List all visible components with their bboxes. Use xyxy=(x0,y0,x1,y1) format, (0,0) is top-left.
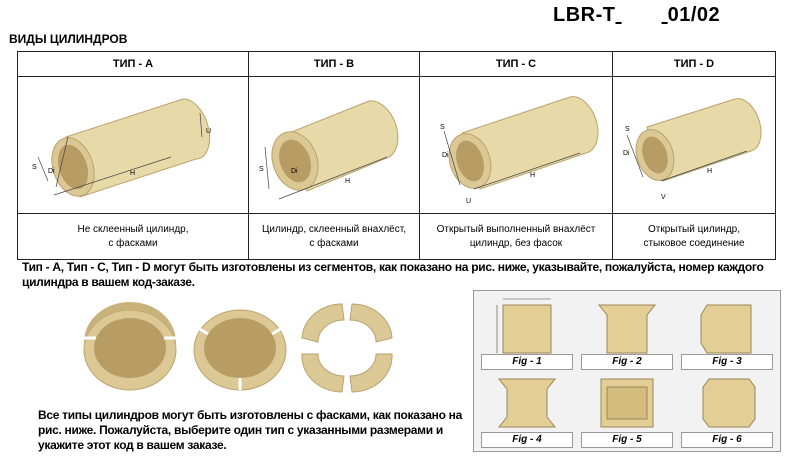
fig-1: Fig - 1 xyxy=(477,293,577,371)
segments-note: Тип - A, Тип - C, Тип - D могут быть изг… xyxy=(22,260,764,289)
fig-2-icon xyxy=(597,304,657,354)
fig-1-caption: Fig - 1 xyxy=(481,354,573,370)
type-b-header: ТИП - B xyxy=(248,51,420,77)
type-a-header: ТИП - A xyxy=(17,51,249,77)
fig-4-caption: Fig - 4 xyxy=(481,432,573,448)
type-d-description: Открытый цилиндр, стыковое соединение xyxy=(612,213,776,260)
type-a-drawing: U S Di H xyxy=(17,76,249,214)
type-b-drawing: S Di H xyxy=(248,76,420,214)
dim-h-label: H xyxy=(345,178,350,185)
fig-6-caption: Fig - 6 xyxy=(681,432,773,448)
dim-s-label: S xyxy=(625,126,630,133)
fig-2-caption: Fig - 2 xyxy=(581,354,673,370)
fig-1-icon xyxy=(496,298,552,354)
chamfer-figures-panel: Fig - 1 Fig - 2 Fig - 3 Fig - 4 Fig - 5 … xyxy=(473,290,781,452)
dim-u-label: U xyxy=(206,128,211,135)
type-b-description: Цилиндр, склеенный внахлёст, с фасками xyxy=(248,213,420,260)
type-c-header: ТИП - C xyxy=(419,51,613,77)
fig-5-caption: Fig - 5 xyxy=(581,432,673,448)
fig-4-icon xyxy=(497,378,557,428)
doc-page-number: 01/02 xyxy=(667,4,721,26)
dim-s-label: S xyxy=(32,164,37,171)
fig-3-caption: Fig - 3 xyxy=(681,354,773,370)
dim-di-label: Di xyxy=(623,150,630,157)
dim-di-label: Di xyxy=(442,152,449,159)
fig-5-icon xyxy=(600,378,654,428)
type-c-drawing: S Di H U xyxy=(419,76,613,214)
type-d-header: ТИП - D xyxy=(612,51,776,77)
fig-3-icon xyxy=(700,304,752,354)
cylinder-a-icon: U S Di H xyxy=(32,98,211,198)
cylinder-types-table: ТИП - A ТИП - B ТИП - C ТИП - D U S Di H xyxy=(17,51,776,260)
fig-6-icon xyxy=(702,378,756,428)
dim-h-label: H xyxy=(130,170,135,177)
cylinder-b-icon: S Di H xyxy=(259,100,399,200)
dim-s-label: S xyxy=(440,124,445,131)
section-title: ВИДЫ ЦИЛИНДРОВ xyxy=(9,32,128,46)
fig-5: Fig - 5 xyxy=(577,371,677,449)
cylinder-c-icon: S Di H U xyxy=(440,96,599,205)
document-code: LBR-T 01/02 xyxy=(553,4,720,27)
dim-h-label: H xyxy=(707,168,712,175)
fig-2: Fig - 2 xyxy=(577,293,677,371)
dim-di-label: Di xyxy=(291,168,298,175)
fig-3: Fig - 3 xyxy=(677,293,777,371)
fig-6: Fig - 6 xyxy=(677,371,777,449)
dim-v-label: V xyxy=(661,194,666,201)
segmented-cylinders-icon xyxy=(83,302,393,393)
fig-4: Fig - 4 xyxy=(477,371,577,449)
dim-h-label: H xyxy=(530,172,535,179)
cylinder-d-icon: S Di H V xyxy=(623,98,762,201)
dim-di-label: Di xyxy=(48,168,55,175)
dim-s-label: S xyxy=(259,166,264,173)
type-a-description: Не склеенный цилиндр, с фасками xyxy=(17,213,249,260)
segmented-cylinders-illustration xyxy=(40,298,410,398)
chamfers-note: Все типы цилиндров могут быть изготовлен… xyxy=(38,408,462,452)
doc-code-label: LBR-T xyxy=(553,4,616,26)
dim-u-label: U xyxy=(466,198,471,205)
type-c-description: Открытый выполненный внахлёст цилиндр, б… xyxy=(419,213,613,260)
type-d-drawing: S Di H V xyxy=(612,76,776,214)
